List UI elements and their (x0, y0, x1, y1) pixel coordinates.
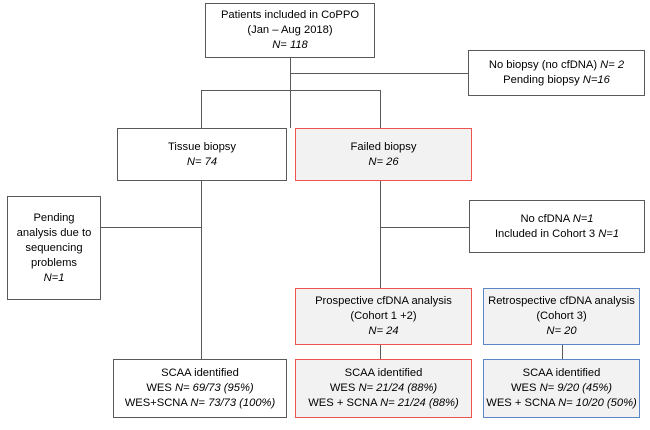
prospective-cfdna-box-line: (Cohort 1 +2) (350, 310, 417, 322)
connector-to-failed-biopsy (380, 90, 381, 128)
no-biopsy-box-line: No biopsy (no cfDNA) N= 2 (488, 59, 625, 71)
scaa-identified-retrospective-box-line: SCAA identified (522, 367, 601, 379)
patients-included-box-line: Patients included in CoPPO (220, 9, 360, 21)
connector-failed-trunk (380, 181, 381, 294)
scaa-identified-prospective-box-line: SCAA identified (344, 367, 423, 379)
no-cfdna-box-line: Included in Cohort 3 N=1 (494, 227, 620, 240)
connector-to-no-biopsy (290, 73, 468, 74)
tissue-biopsy-box-line: Tissue biopsy (168, 140, 236, 153)
scaa-identified-retrospective-box-line: WES N= 9/20 (45%) (510, 382, 613, 394)
tissue-biopsy-box: Tissue biopsy N= 74 (117, 128, 287, 181)
pending-analysis-box: Pending analysis due to sequencing problems… (7, 196, 101, 300)
retrospective-cfdna-box-line: Retrospective cfDNA analysis (488, 295, 635, 307)
connector-to-pending-analysis (101, 227, 201, 228)
prospective-cfdna-box-line: N= 24 (368, 325, 399, 337)
prospective-cfdna-box: Prospective cfDNA analysis (Cohort 1 +2) N… (295, 288, 472, 345)
scaa-identified-prospective-box-line: WES + SCNA N= 21/24 (88%) (308, 397, 459, 409)
tissue-biopsy-box-line: N= 74 (186, 155, 218, 168)
pending-analysis-box-line: N=1 (43, 271, 65, 284)
connector-prospective-to-scaa (380, 345, 381, 359)
scaa-identified-tissue-box-line: SCAA identified (161, 367, 239, 379)
connector-tissue-trunk (201, 181, 202, 359)
failed-biopsy-box-line: Failed biopsy (350, 140, 417, 153)
retrospective-cfdna-box-line: N= 20 (546, 325, 577, 337)
patients-included-box-line: (Jan – Aug 2018) (247, 24, 333, 36)
scaa-identified-tissue-box-line: WES+SCNA N= 73/73 (100%) (124, 397, 276, 409)
scaa-identified-retrospective-box-line: WES + SCNA N= 10/20 (50%) (486, 397, 637, 409)
no-biopsy-box-line: Pending biopsy N=16 (503, 74, 610, 86)
pending-analysis-box-line: analysis due to (16, 226, 92, 239)
connector-trunk-main (290, 58, 291, 128)
scaa-identified-prospective-box-line: WES N= 21/24 (88%) (329, 382, 438, 394)
retrospective-cfdna-box-line: (Cohort 3) (536, 310, 587, 322)
scaa-identified-tissue-box-line: WES N= 69/73 (95%) (146, 382, 254, 394)
failed-biopsy-box-line: N= 26 (368, 155, 399, 168)
prospective-cfdna-box-line: Prospective cfDNA analysis (315, 295, 452, 307)
no-cfdna-box-line: No cfDNA N=1 (520, 212, 594, 225)
pending-analysis-box-line: sequencing (25, 241, 83, 254)
pending-analysis-box-line: problems (30, 256, 77, 269)
connector-retrospective-to-scaa (562, 345, 563, 359)
connector-split-bar (201, 90, 380, 91)
patients-included-box: Patients included in CoPPO (Jan – Aug 201… (205, 3, 375, 58)
failed-biopsy-box: Failed biopsy N= 26 (295, 128, 472, 181)
no-biopsy-box: No biopsy (no cfDNA) N= 2 Pending biopsy … (468, 50, 645, 96)
patients-included-box-line: N= 118 (272, 39, 308, 51)
connector-to-no-cfdna (380, 227, 469, 228)
retrospective-cfdna-box: Retrospective cfDNA analysis (Cohort 3) N=… (483, 288, 640, 345)
connector-to-tissue-biopsy (201, 90, 202, 128)
pending-analysis-box-line: Pending (33, 211, 75, 224)
